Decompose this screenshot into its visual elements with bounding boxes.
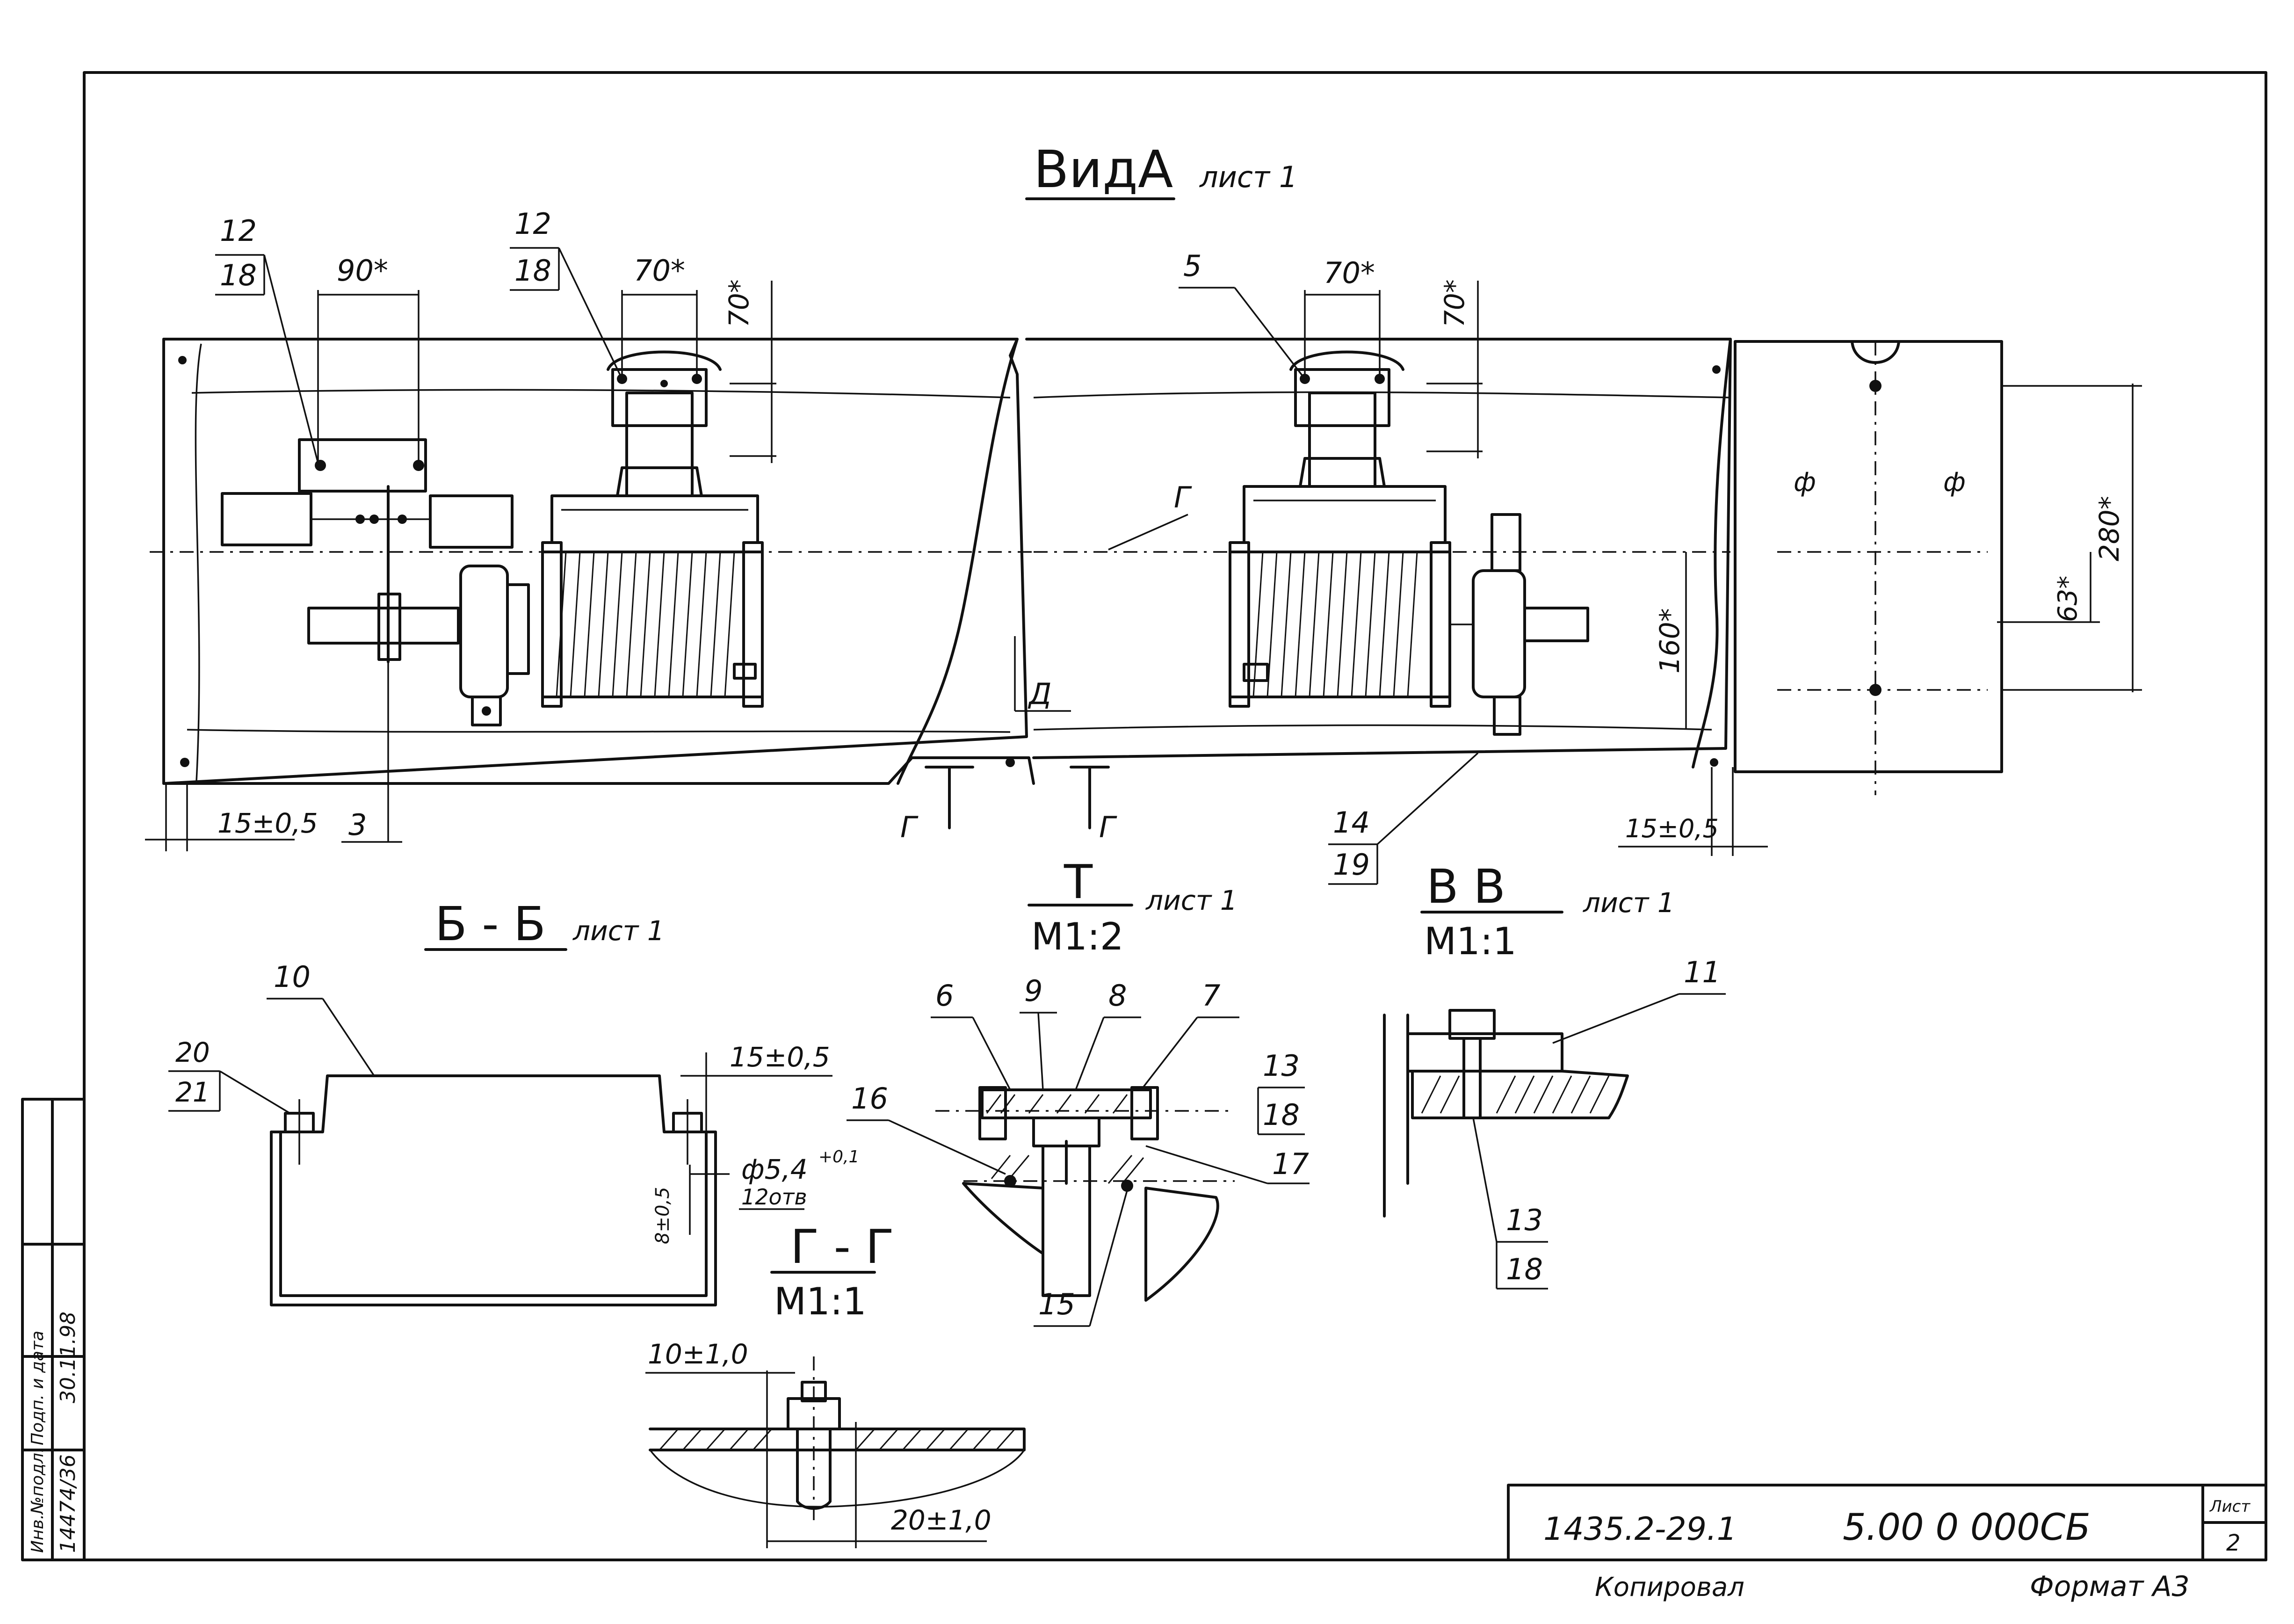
callout-11: 11 bbox=[1684, 955, 1721, 989]
section-t-title: Т bbox=[1064, 855, 1093, 909]
view-a-left-panel bbox=[150, 338, 1035, 785]
dim-280: 280* bbox=[2093, 496, 2125, 561]
callout-15: 15 bbox=[1038, 1287, 1075, 1321]
marker-g2: Г bbox=[900, 810, 919, 844]
dim-15a: 15±0,5 bbox=[217, 807, 318, 839]
view-a-title: ВидА bbox=[1034, 139, 1173, 199]
callout-18a: 18 bbox=[220, 258, 257, 292]
callout-20: 20 bbox=[175, 1037, 210, 1068]
section-v-title: В В bbox=[1426, 859, 1505, 914]
dim-15b: 15±0,5 bbox=[1625, 814, 1719, 843]
marker-d: Д bbox=[1028, 677, 1051, 711]
section-t-scale: М1:2 bbox=[1031, 915, 1124, 958]
sign-label: Подп. и дата bbox=[28, 1331, 47, 1445]
callout-5: 5 bbox=[1183, 249, 1201, 283]
section-t: Т М1:2 лист 1 6 9 8 7 bbox=[847, 855, 1310, 1327]
sheet-label: Лист bbox=[2209, 1497, 2251, 1516]
side-stamp: Инв.№подл. 14474/36 Подп. и дата 30.11.9… bbox=[21, 1098, 86, 1561]
callout-13a: 13 bbox=[1263, 1049, 1300, 1083]
hole-dim: ф5,4 bbox=[741, 1153, 808, 1185]
dim-70b: 70* bbox=[1324, 256, 1375, 290]
dim-10: 10±1,0 bbox=[648, 1338, 748, 1370]
section-v-v: В В М1:1 лист 1 11 13 18 bbox=[1383, 859, 1726, 1290]
dim-8: 8±0,5 bbox=[652, 1187, 673, 1244]
callout-10: 10 bbox=[274, 960, 311, 994]
callout-8: 8 bbox=[1108, 979, 1127, 1013]
view-a-right-panel: ф ф bbox=[1025, 338, 2003, 795]
dim-15c: 15±0,5 bbox=[730, 1041, 830, 1073]
dim-70v1: 70* bbox=[723, 279, 755, 327]
marker-g3: Г bbox=[1099, 810, 1117, 844]
title-block: 1435.2-29.1 5.00 0 000СБ Лист 2 Копирова… bbox=[1507, 1484, 2267, 1603]
callout-19: 19 bbox=[1333, 848, 1370, 882]
callout-12a: 12 bbox=[220, 214, 257, 248]
callout-14: 14 bbox=[1333, 805, 1370, 840]
doc-code: 1435.2-29.1 bbox=[1543, 1511, 1737, 1548]
left-drive-unit bbox=[221, 350, 764, 726]
section-g-g: Г - Г М1:1 10±1,0 20±1,0 bbox=[645, 1219, 1026, 1548]
callout-18b: 18 bbox=[514, 254, 551, 288]
format-label: Формат А3 bbox=[2030, 1570, 2190, 1603]
dim-70a: 70* bbox=[634, 254, 685, 288]
section-g-scale: М1:1 bbox=[774, 1280, 867, 1323]
callout-12b: 12 bbox=[514, 207, 551, 241]
doc-number: 5.00 0 000СБ bbox=[1843, 1507, 2091, 1549]
callout-17: 17 bbox=[1272, 1147, 1309, 1181]
sign-value: 30.11.98 bbox=[56, 1312, 80, 1403]
dim-160: 160* bbox=[1654, 608, 1686, 674]
section-b-b: Б - Б лист 1 10 20 21 15±0,5 ф5,4 +0,1 1… bbox=[168, 897, 859, 1306]
callout-6: 6 bbox=[935, 979, 954, 1013]
marker-f1: ф bbox=[1794, 467, 1816, 498]
section-v-scale: М1:1 bbox=[1424, 920, 1517, 963]
dim-20: 20±1,0 bbox=[891, 1504, 991, 1536]
section-b-title: Б - Б bbox=[435, 897, 546, 951]
callout-18d: 18 bbox=[1506, 1252, 1543, 1286]
section-g-title: Г - Г bbox=[790, 1219, 894, 1274]
right-drive-unit bbox=[1229, 350, 1589, 736]
section-b-sheet: лист 1 bbox=[572, 915, 665, 947]
view-a-sheet: лист 1 bbox=[1199, 160, 1297, 194]
sheet-frame bbox=[83, 71, 2267, 1561]
inv-value: 14474/36 bbox=[56, 1454, 80, 1553]
marker-g1: Г bbox=[1174, 480, 1192, 515]
hole-count: 12отв bbox=[741, 1184, 807, 1210]
inv-label: Инв.№подл. bbox=[28, 1448, 47, 1553]
sheet-no: 2 bbox=[2226, 1530, 2241, 1556]
callout-16: 16 bbox=[851, 1081, 888, 1116]
callout-7: 7 bbox=[1202, 979, 1220, 1013]
callout-3: 3 bbox=[348, 808, 367, 842]
dim-90: 90* bbox=[337, 254, 388, 288]
callout-21: 21 bbox=[175, 1076, 210, 1108]
hole-tol: +0,1 bbox=[818, 1147, 859, 1167]
dim-63: 63* bbox=[2053, 576, 2083, 622]
callout-18c: 18 bbox=[1263, 1098, 1300, 1132]
section-v-sheet: лист 1 bbox=[1583, 887, 1675, 919]
copied-label: Копировал bbox=[1595, 1572, 1744, 1602]
callout-9: 9 bbox=[1024, 974, 1042, 1008]
marker-f2: ф bbox=[1943, 467, 1966, 498]
section-t-sheet: лист 1 bbox=[1145, 884, 1237, 916]
dim-70v2: 70* bbox=[1439, 279, 1470, 327]
callout-13b: 13 bbox=[1506, 1203, 1543, 1237]
